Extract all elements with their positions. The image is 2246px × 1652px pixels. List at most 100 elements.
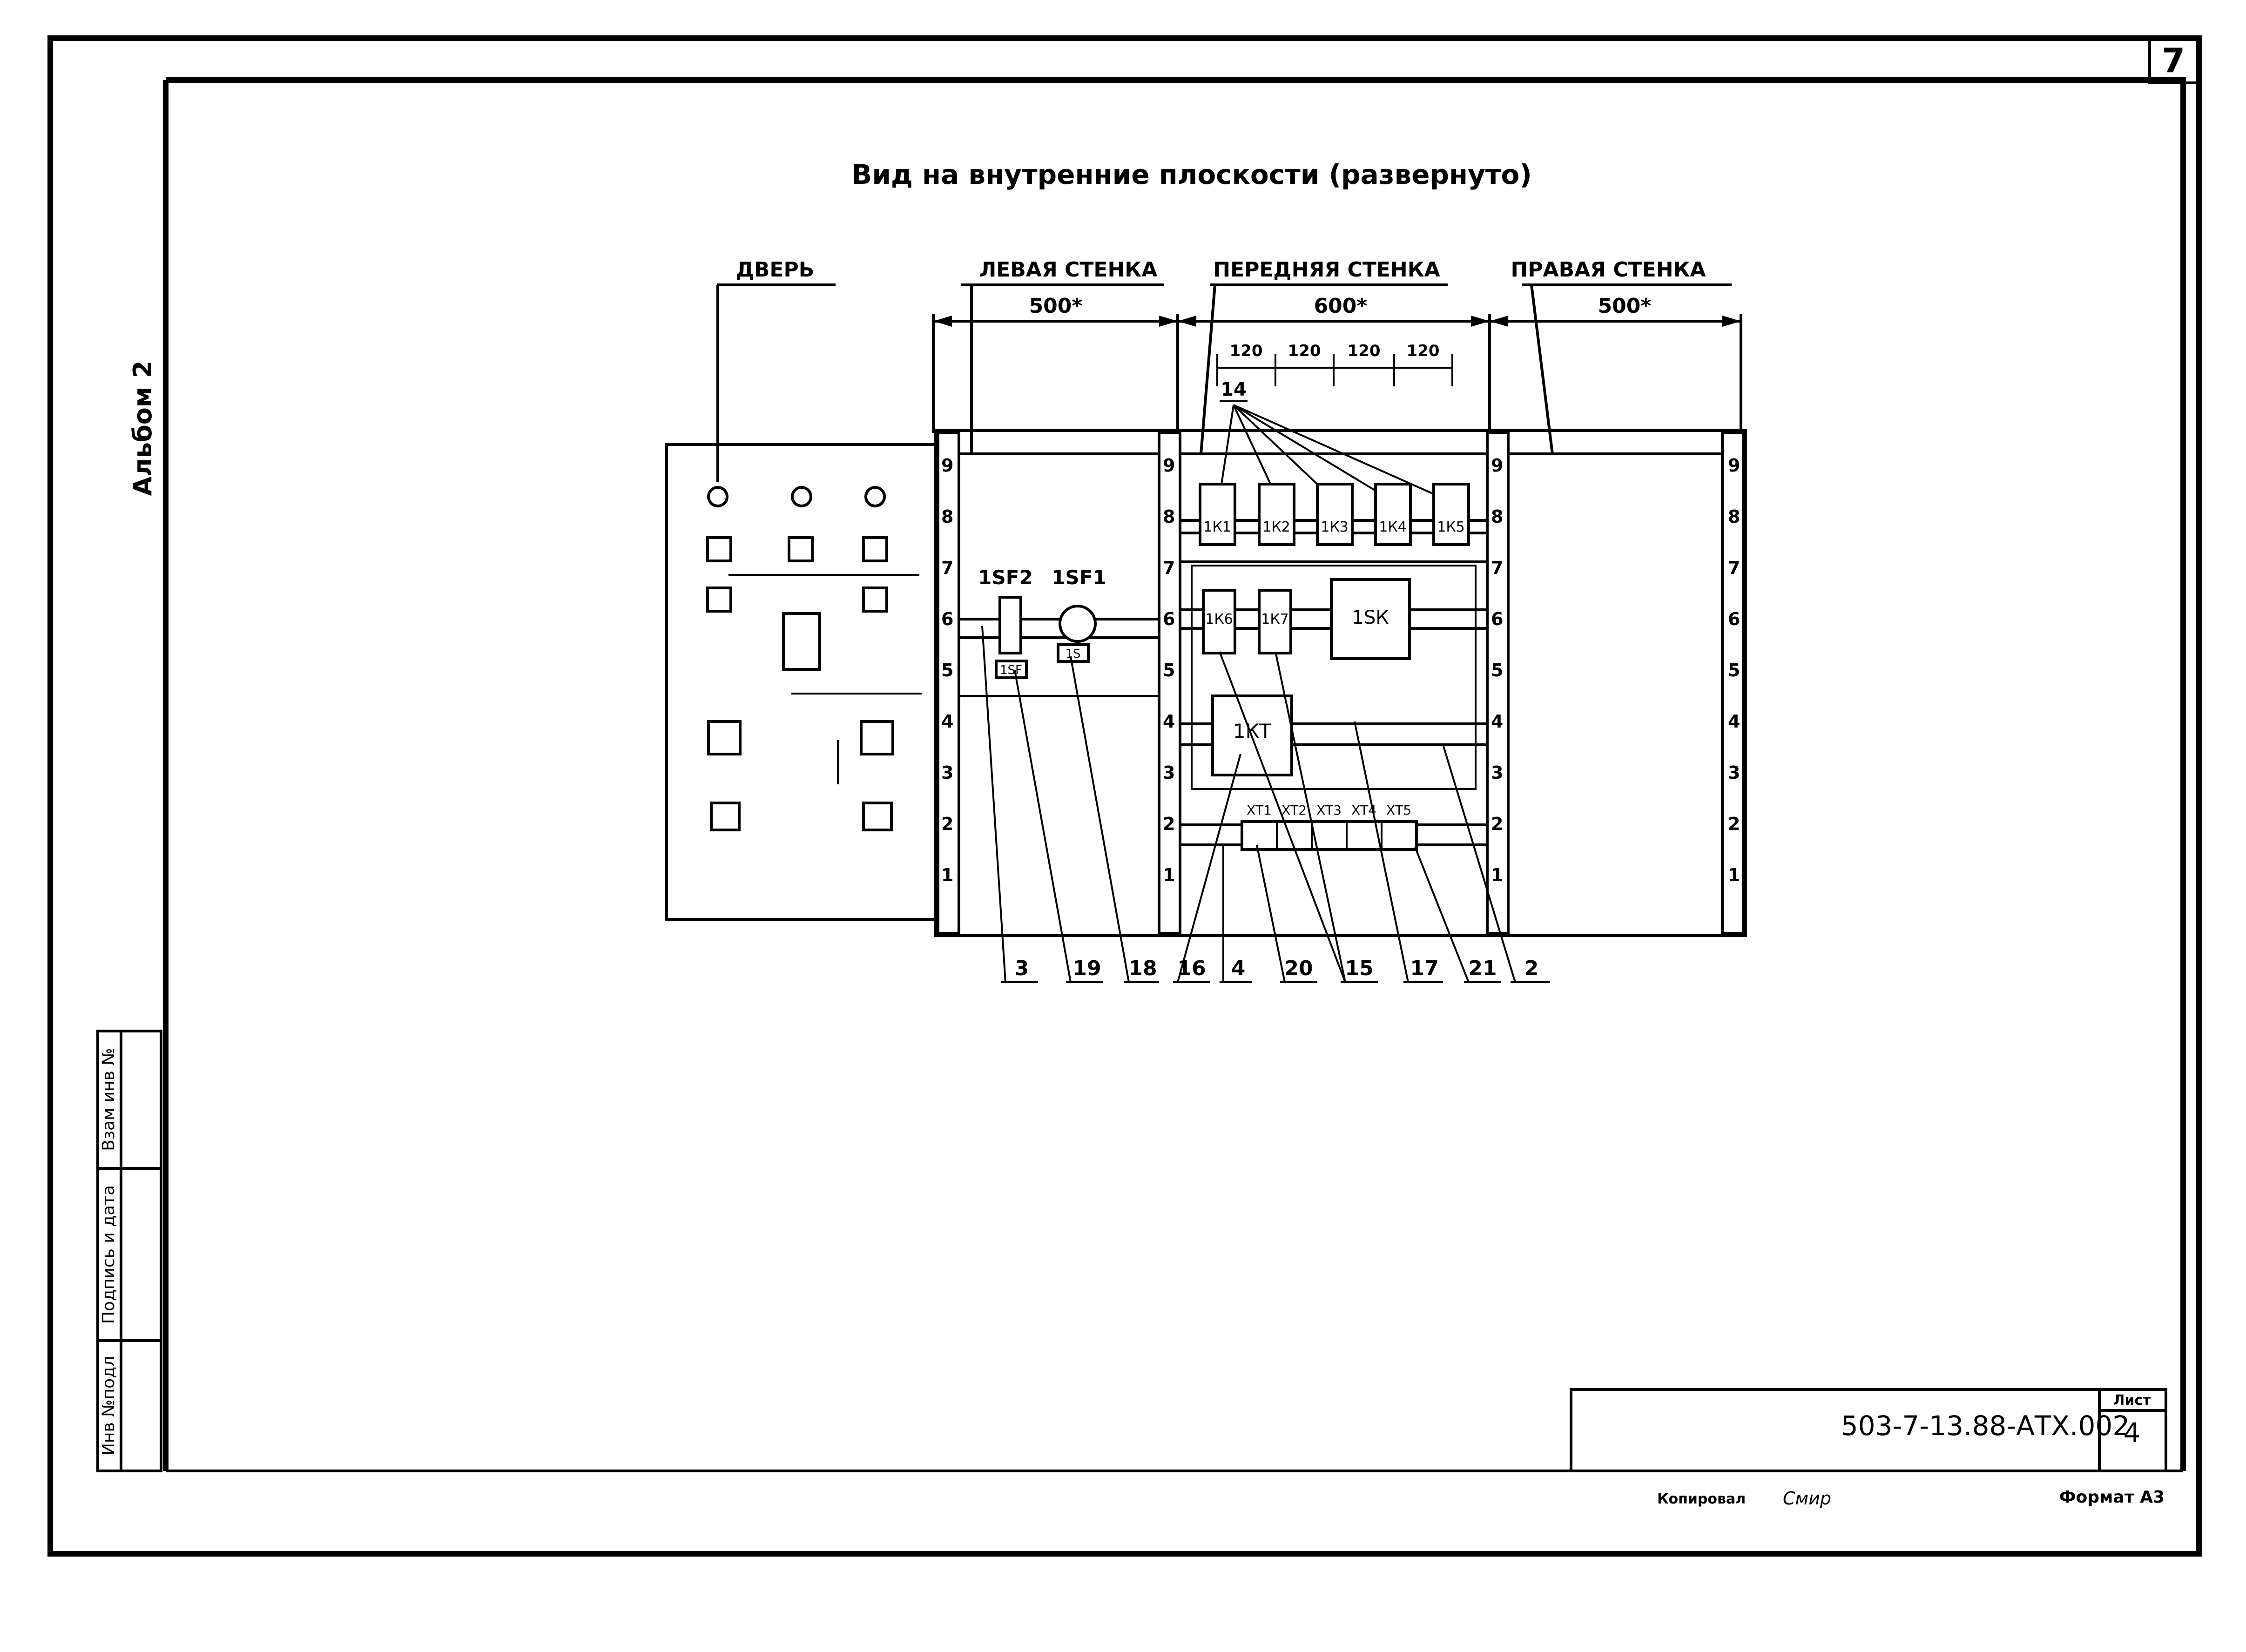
- svg-text:3: 3: [941, 762, 953, 783]
- svg-text:5: 5: [941, 660, 953, 681]
- front-wall-transformer: 1КТ: [1180, 695, 1487, 776]
- stamp-inv-podl: Инв №подл: [99, 1356, 118, 1456]
- svg-text:1: 1: [1728, 865, 1740, 885]
- svg-text:1К6: 1К6: [1205, 611, 1233, 627]
- svg-text:1: 1: [1491, 865, 1503, 885]
- svg-text:4: 4: [1728, 711, 1740, 732]
- stamp-podpis-data: Подпись и дата: [99, 1185, 118, 1324]
- relay-1k4: [1374, 483, 1412, 546]
- callout-18: 18: [1128, 957, 1157, 980]
- front-wall-relays-mid: 1К6 1К7 1SК: [1180, 565, 1487, 790]
- svg-text:7: 7: [941, 558, 953, 578]
- spacing-4: 120: [1407, 342, 1440, 360]
- front-wall-leader: [1200, 284, 1216, 454]
- front-wall-terminals: ХТ1 ХТ2 ХТ3 ХТ4 ХТ5: [1180, 802, 1487, 851]
- svg-text:2: 2: [1728, 814, 1740, 834]
- svg-text:1: 1: [1163, 865, 1175, 885]
- relay-1k6: [1202, 589, 1236, 654]
- sheet-number: 4: [2124, 1417, 2141, 1449]
- terminal-block: [1241, 820, 1418, 851]
- svg-text:6: 6: [1728, 609, 1740, 629]
- spacing-1: 120: [1230, 342, 1263, 360]
- svg-text:ХТ3: ХТ3: [1316, 802, 1342, 818]
- spacing-2: 120: [1288, 342, 1321, 360]
- cabinet-outline: [934, 429, 1747, 937]
- svg-text:3: 3: [1163, 762, 1175, 783]
- outer-frame: [47, 35, 2202, 1557]
- svg-text:2: 2: [1163, 814, 1175, 834]
- rail-left-wall-b: [1158, 432, 1181, 935]
- door-indicator-lamp: [791, 486, 812, 507]
- rail-right-wall: [1721, 432, 1745, 935]
- svg-text:9: 9: [1491, 455, 1503, 476]
- sheet-label: Лист: [2113, 1392, 2151, 1409]
- door-button: [862, 536, 888, 562]
- left-wall-label: ЛЕВАЯ СТЕНКА: [979, 258, 1158, 282]
- contactor-label: 1SК: [1352, 607, 1389, 628]
- rail-scale-right: 9 8 7 6 5 4 3 2 1: [1728, 455, 1740, 885]
- right-wall-label: ПРАВАЯ СТЕНКА: [1511, 258, 1706, 282]
- svg-text:4: 4: [1491, 711, 1503, 732]
- svg-text:8: 8: [941, 506, 953, 527]
- svg-text:7: 7: [1491, 558, 1503, 578]
- svg-text:1К2: 1К2: [1262, 519, 1290, 535]
- breaker-1sf1: [1059, 605, 1097, 643]
- door-label: ДВЕРЬ: [736, 258, 815, 282]
- callout-15: 15: [1345, 957, 1373, 980]
- door-instrument: [782, 612, 821, 671]
- door-button: [706, 536, 732, 562]
- svg-text:6: 6: [1491, 609, 1503, 629]
- svg-text:7: 7: [1728, 558, 1740, 578]
- breaker-label: 1SF1: [1052, 566, 1106, 589]
- svg-text:4: 4: [941, 711, 953, 732]
- dim-left-width: 500*: [1029, 294, 1083, 318]
- relay-1k3: [1316, 483, 1354, 546]
- fuse-tag: [995, 660, 1028, 679]
- svg-text:5: 5: [1491, 660, 1503, 681]
- svg-text:4: 4: [1163, 711, 1175, 732]
- callout-17: 17: [1410, 957, 1438, 980]
- svg-text:6: 6: [941, 609, 953, 629]
- stamp-vzam-inv: Взам инв №: [99, 1048, 118, 1151]
- drawing-title: Вид на внутренние плоскости (развернуто): [851, 159, 1532, 190]
- left-wall-devices: 1SF2 1SF1 1SF 1S: [959, 566, 1159, 697]
- relay-1k5: [1432, 483, 1470, 546]
- svg-text:9: 9: [1728, 455, 1740, 476]
- svg-text:1: 1: [941, 865, 953, 885]
- fuse-1sf2: [998, 596, 1022, 654]
- breaker-tag: [1057, 643, 1090, 663]
- door-button: [788, 536, 814, 562]
- svg-text:ХТ1: ХТ1: [1247, 802, 1272, 818]
- copied-by-label: Копировал: [1657, 1491, 1746, 1507]
- inner-frame: [163, 77, 2186, 1471]
- door-button: [862, 802, 893, 831]
- dim-front-width: 600*: [1314, 294, 1368, 318]
- svg-text:7: 7: [1163, 558, 1175, 578]
- callout-3: 3: [1015, 957, 1029, 980]
- callout-16: 16: [1177, 957, 1206, 980]
- spacing-3: 120: [1348, 342, 1381, 360]
- callout-19: 19: [1072, 957, 1101, 980]
- svg-text:8: 8: [1491, 506, 1503, 527]
- svg-text:1SF: 1SF: [1000, 663, 1022, 677]
- svg-text:8: 8: [1728, 506, 1740, 527]
- overall-dimensions: 500* 600* 500*: [932, 294, 1742, 433]
- door-button: [710, 802, 741, 831]
- svg-text:6: 6: [1163, 609, 1175, 629]
- side-stamp: Инв №подл Подпись и дата Взам инв №: [96, 1030, 162, 1472]
- svg-text:ХТ5: ХТ5: [1386, 802, 1411, 818]
- svg-text:2: 2: [1491, 814, 1503, 834]
- svg-text:1К1: 1К1: [1203, 519, 1231, 535]
- front-wall-label: ПЕРЕДНЯЯ СТЕНКА: [1213, 258, 1440, 282]
- callout-14: 14: [1221, 379, 1247, 400]
- svg-text:9: 9: [941, 455, 953, 476]
- rail-scale-left-a: 9 8 7 6 5 4 3 2 1: [941, 455, 953, 885]
- fuse-label: 1SF2: [978, 566, 1032, 589]
- svg-text:5: 5: [1728, 660, 1740, 681]
- relay-1k1: [1199, 483, 1236, 546]
- front-wall-relays-top: 1К1 1К2 1К3 1К4 1К5: [1180, 483, 1487, 563]
- door-panel: [665, 443, 939, 921]
- callout-leaders: [981, 626, 1550, 983]
- svg-text:1К7: 1К7: [1261, 611, 1288, 627]
